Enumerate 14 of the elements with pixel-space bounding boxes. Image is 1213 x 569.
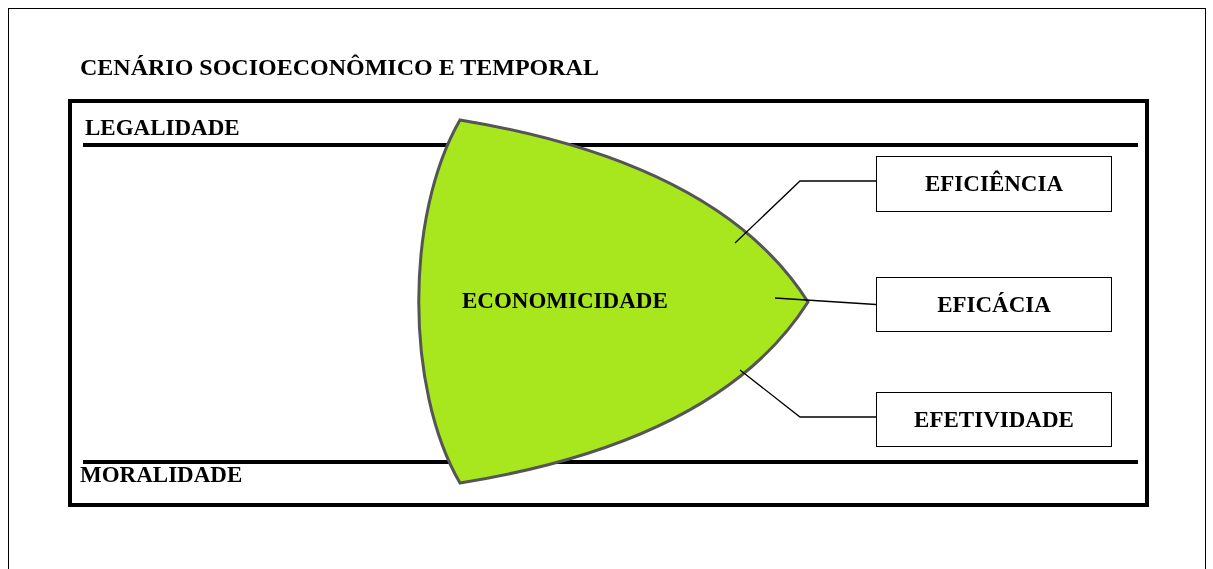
scenario-frame: [68, 99, 1149, 507]
diagram-title: CENÁRIO SOCIOECONÔMICO E TEMPORAL: [80, 54, 599, 81]
box-label: EFETIVIDADE: [914, 406, 1074, 433]
leader-line: [774, 297, 877, 306]
concept-box: [876, 156, 1112, 212]
shape-label: ECONOMICIDADE: [462, 288, 668, 314]
concept-box: [876, 277, 1112, 332]
band-label: LEGALIDADE: [85, 115, 240, 141]
leader-line: [739, 369, 877, 418]
leader-line: [734, 180, 877, 244]
concept-box: [876, 392, 1112, 447]
box-label: EFICÁCIA: [937, 291, 1051, 318]
band-label: MORALIDADE: [80, 462, 243, 488]
box-label: EFICIÊNCIA: [925, 171, 1063, 197]
